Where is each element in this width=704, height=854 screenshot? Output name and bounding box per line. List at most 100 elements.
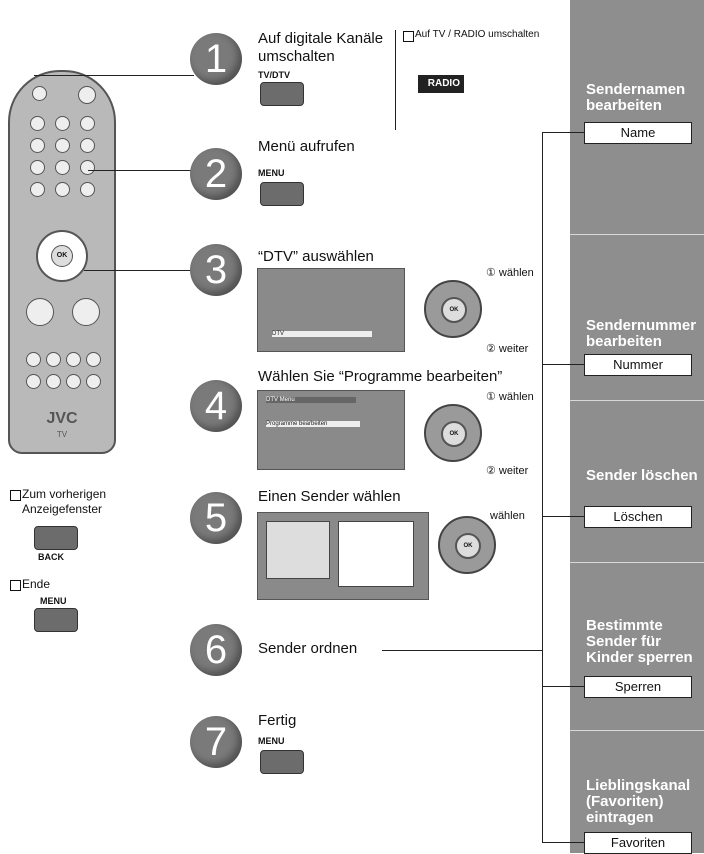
dtv-menu-screen-2: DTV Menu Programme bearbeiten xyxy=(257,390,405,470)
end-menu-button xyxy=(34,608,78,632)
menu-button-2 xyxy=(260,750,304,774)
bracket-line xyxy=(542,516,584,517)
navigation-dial: OK xyxy=(424,280,482,338)
favorites-button: Favoriten xyxy=(584,832,692,854)
step-4-number: 4 xyxy=(190,380,242,432)
remote-button xyxy=(30,138,45,153)
select-label: ① wählen xyxy=(486,267,534,279)
remote-button xyxy=(55,160,70,175)
select-label-3: wählen xyxy=(490,510,525,522)
remote-button xyxy=(80,116,95,131)
step-1-key-label: TV/DTV xyxy=(258,70,291,80)
name-button: Name xyxy=(584,122,692,144)
divider xyxy=(395,30,396,130)
remote-model: TV xyxy=(56,430,68,439)
remote-ok-button: OK xyxy=(51,245,73,267)
remote-brand: JVC xyxy=(46,410,78,427)
step-5-number: 5 xyxy=(190,492,242,544)
remote-button xyxy=(30,160,45,175)
menu-item-dtv: DTV xyxy=(272,331,372,337)
dial-ok-button-2: OK xyxy=(441,421,467,447)
tv-dtv-button xyxy=(260,82,304,106)
dtv-menu-screen: DTV xyxy=(257,268,405,352)
step-7-number: 7 xyxy=(190,716,242,768)
tv-preview-image xyxy=(266,521,330,579)
next-label-2: ② weiter xyxy=(486,465,529,477)
divider xyxy=(570,400,704,401)
power-button xyxy=(78,86,96,104)
sidebar-title-favorites: Lieblingskanal (Favoriten) eintragen xyxy=(586,777,691,826)
remote-button xyxy=(80,182,95,197)
remote-button xyxy=(26,374,41,389)
remote-button xyxy=(86,352,101,367)
remote-dpad: OK xyxy=(36,230,88,282)
remote-control: OK JVC TV xyxy=(8,70,116,454)
step-6-number: 6 xyxy=(190,624,242,676)
channel-list xyxy=(338,521,414,587)
step-3-text: “DTV” auswählen xyxy=(258,248,374,265)
step-7-text: Fertig xyxy=(258,712,297,729)
bracket-line xyxy=(542,842,584,843)
navigation-dial-3: OK xyxy=(438,516,496,574)
sidebar: Sendernamen bearbeiten Name Sendernummer… xyxy=(570,0,704,854)
remote-button xyxy=(80,138,95,153)
note-square-icon xyxy=(403,31,414,42)
lock-button: Sperren xyxy=(584,676,692,698)
radio-switch-label: Auf TV / RADIO umschalten xyxy=(415,29,540,40)
bracket-line xyxy=(542,686,584,687)
remote-button xyxy=(32,86,47,101)
note-square-icon xyxy=(10,580,21,591)
navigation-dial-2: OK xyxy=(424,404,482,462)
back-button xyxy=(34,526,78,550)
remote-button xyxy=(55,182,70,197)
next-label: ② weiter xyxy=(486,343,529,355)
remote-button xyxy=(46,352,61,367)
step-2-text: Menü aufrufen xyxy=(258,138,355,155)
connector-line xyxy=(88,170,194,171)
channel-list-screen xyxy=(257,512,429,600)
bracket-line xyxy=(542,132,584,133)
step-2-number: 2 xyxy=(190,148,242,200)
divider xyxy=(570,234,704,235)
remote-button xyxy=(26,352,41,367)
remote-button xyxy=(80,160,95,175)
sidebar-title-delete: Sender löschen xyxy=(586,467,698,484)
menu-button xyxy=(260,182,304,206)
remote-button xyxy=(46,374,61,389)
screen-title: DTV Menu xyxy=(266,397,356,403)
remote-button xyxy=(55,116,70,131)
divider xyxy=(570,562,704,563)
dial-ok-button-3: OK xyxy=(455,533,481,559)
sidebar-title-lock: Bestimmte Sender für Kinder sperren xyxy=(586,617,693,666)
delete-button: Löschen xyxy=(584,506,692,528)
step-1-number: 1 xyxy=(190,33,242,85)
number-button: Nummer xyxy=(584,354,692,376)
step-7-key-label: MENU xyxy=(258,736,285,746)
step-6-text: Sender ordnen xyxy=(258,640,358,657)
connector-line xyxy=(382,650,542,651)
divider xyxy=(570,730,704,731)
remote-button xyxy=(30,182,45,197)
back-note: Zum vorherigen Anzeigefenster xyxy=(22,487,107,516)
step-3-number: 3 xyxy=(190,244,242,296)
back-key-label: BACK xyxy=(38,552,64,562)
dial-ok-button: OK xyxy=(441,297,467,323)
bracket-line xyxy=(542,132,543,842)
sidebar-title-number: Sendernummer bearbeiten xyxy=(586,317,697,350)
remote-button xyxy=(30,116,45,131)
menu-item-programme: Programme bearbeiten xyxy=(266,421,360,427)
radio-button: RADIO xyxy=(418,75,464,93)
select-label-2: ① wählen xyxy=(486,391,534,403)
remote-button xyxy=(55,138,70,153)
bracket-line xyxy=(542,364,584,365)
remote-button xyxy=(66,352,81,367)
remote-button xyxy=(66,374,81,389)
remote-channel-button xyxy=(72,298,100,326)
step-5-text: Einen Sender wählen xyxy=(258,488,401,505)
step-4-text: Wählen Sie “Programme bearbeiten” xyxy=(258,368,503,385)
connector-line xyxy=(34,75,194,76)
connector-line xyxy=(84,270,194,271)
step-2-key-label: MENU xyxy=(258,168,285,178)
remote-button xyxy=(86,374,101,389)
sidebar-title-name: Sendernamen bearbeiten xyxy=(586,81,686,114)
